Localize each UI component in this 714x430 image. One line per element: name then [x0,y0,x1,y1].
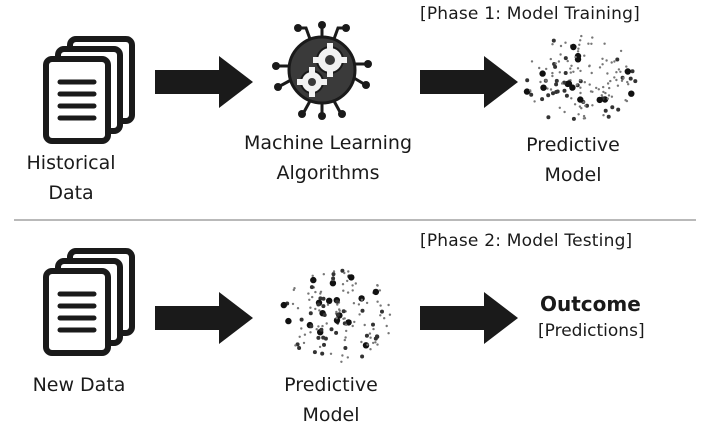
predictive-model-2-label: Predictive Model [276,370,386,430]
arrow-right-icon [155,292,255,344]
arrow-right-icon [155,56,255,108]
new-data-label: New Data [32,374,126,396]
arrow-right-icon [420,292,520,344]
predictive-model-label: Predictive Model [518,130,628,190]
ml-algorithms-label-line2: Algorithms [276,162,380,184]
predictive-model-2-label-line1: Predictive [284,374,378,396]
predictive-model-cloud-icon [520,30,640,130]
phase-2-label: [Phase 2: Model Testing] [420,231,633,251]
phase-divider [14,219,696,221]
outcome-subtitle: [Predictions] [538,321,645,341]
phase-1-label: [Phase 1: Model Training] [420,4,640,24]
historical-data-documents-icon [40,34,140,144]
ml-algorithms-label-line1: Machine Learning [243,132,413,154]
predictive-model-cloud-icon [278,266,398,366]
historical-data-label: Historical Data [16,148,126,208]
predictive-model-label-line1: Predictive [526,134,620,156]
gears-circuit-icon [272,20,372,120]
arrow-right-icon [420,56,520,108]
historical-data-label-line1: Historical [26,152,116,174]
ml-algorithms-label: Machine Learning Algorithms [228,128,428,188]
new-data-documents-icon [40,246,140,356]
historical-data-label-line2: Data [48,182,94,204]
outcome-title: Outcome [540,292,641,316]
predictive-model-label-line2: Model [544,164,602,186]
predictive-model-2-label-line2: Model [302,404,360,426]
